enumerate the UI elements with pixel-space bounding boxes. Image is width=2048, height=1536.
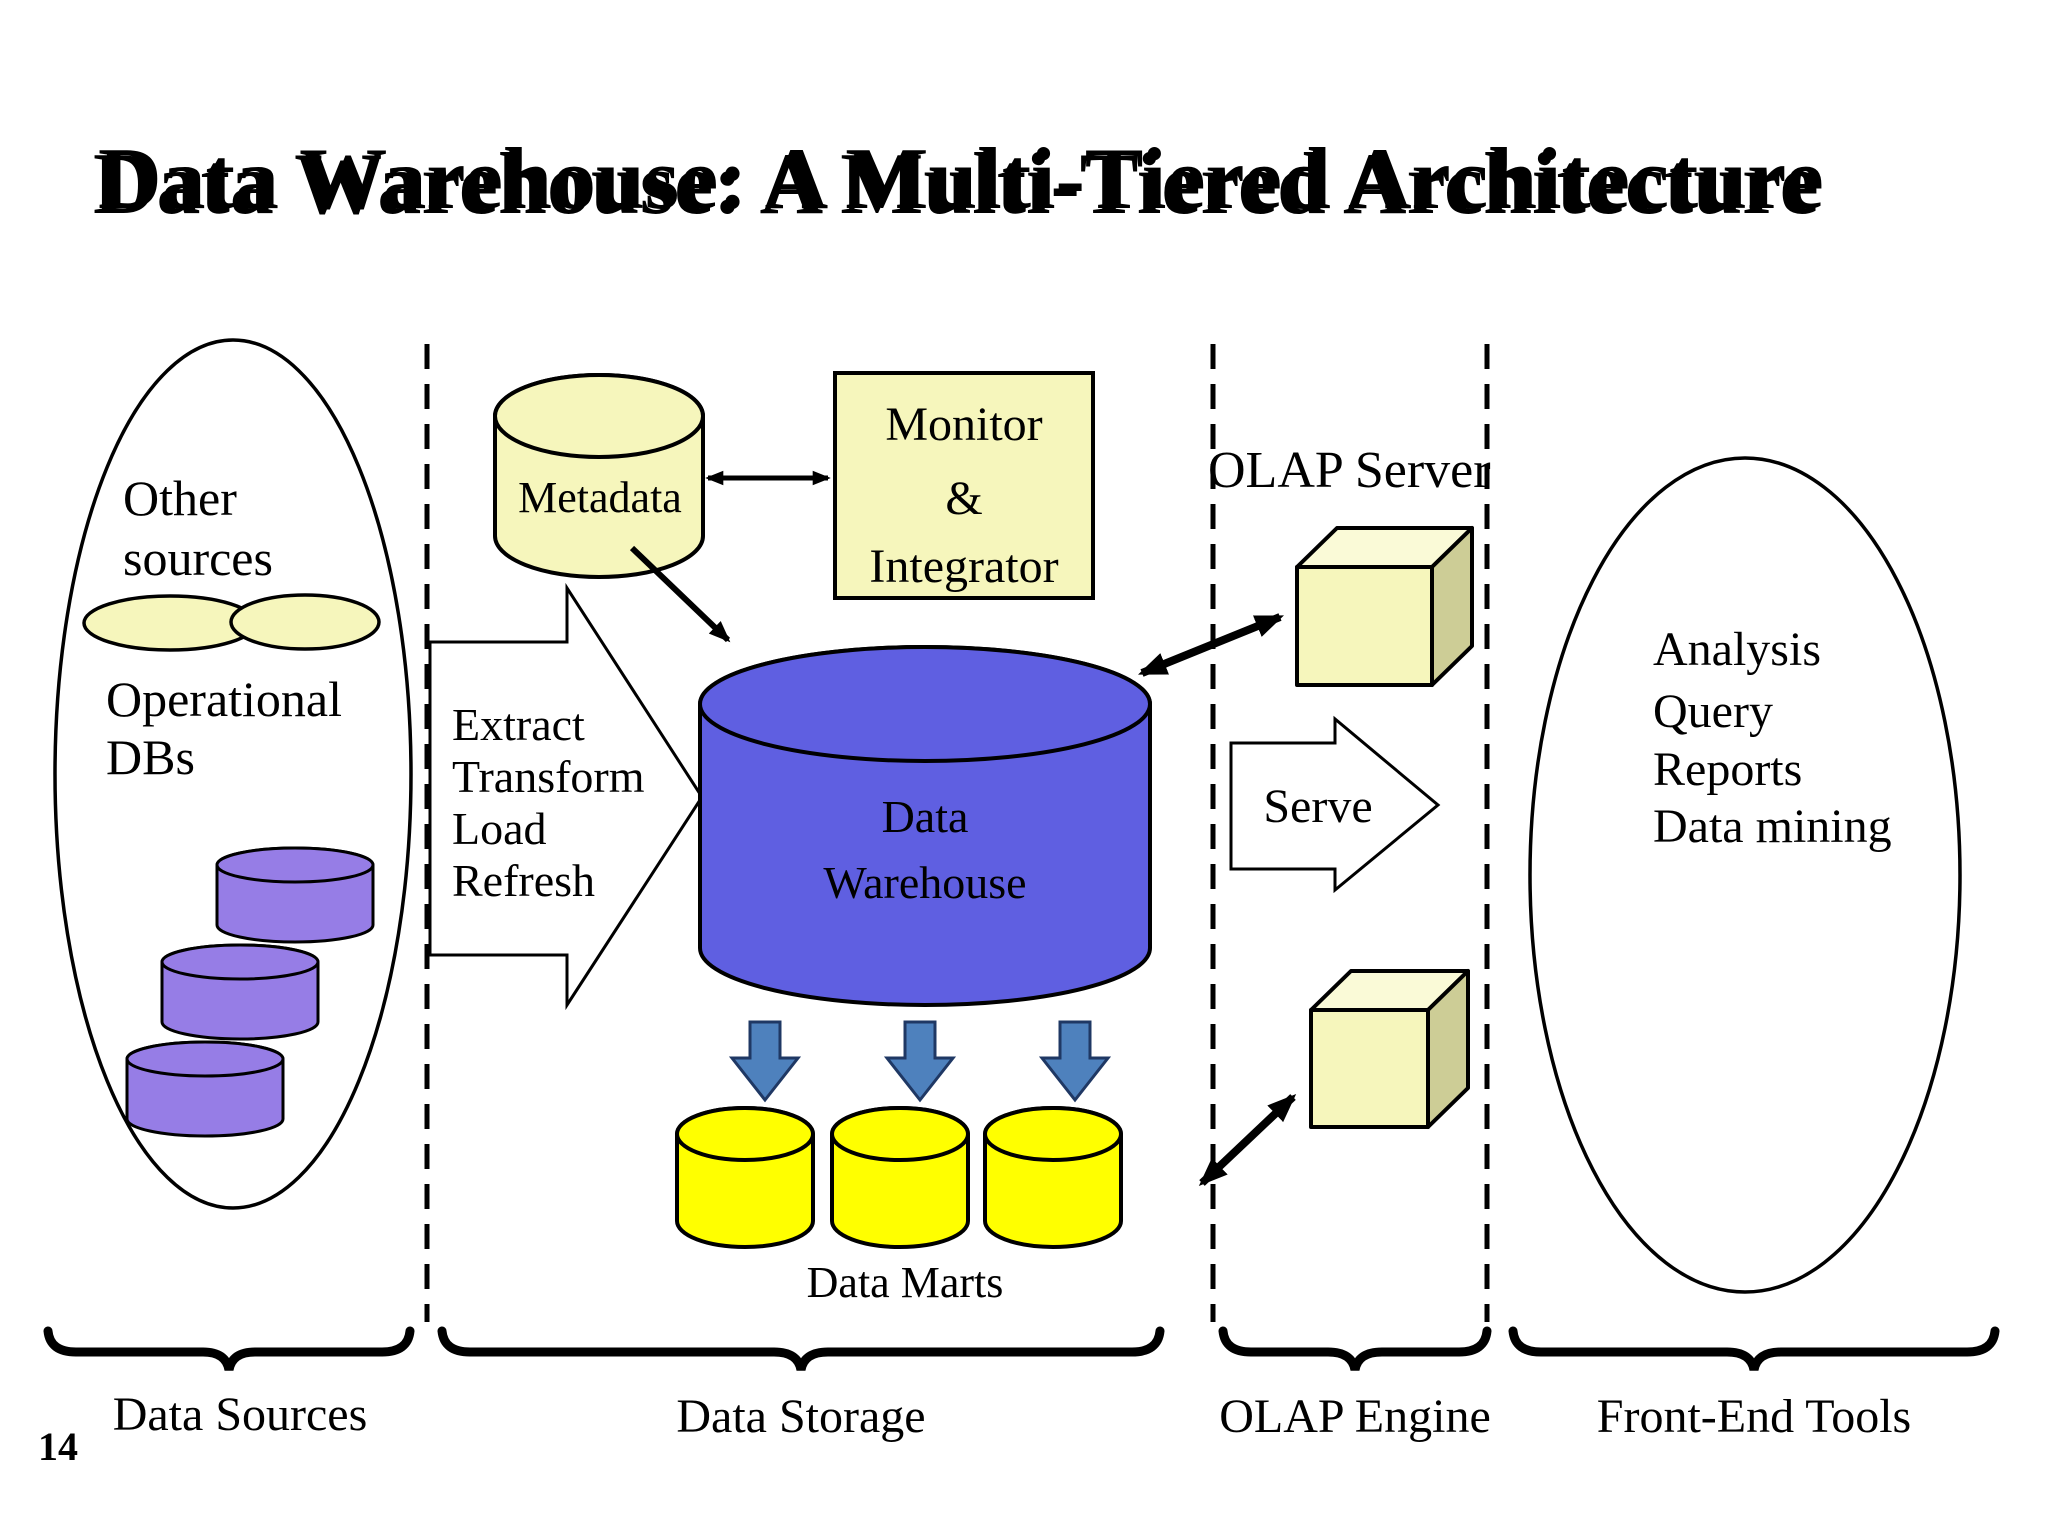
page-number: 14 [38,1424,78,1469]
etl-label-extract: Extract [452,699,585,750]
slide-title-shadow: Data Warehouse: A Multi-Tiered Architect… [93,136,1819,233]
slide-title: Data Warehouse: A Multi-Tiered Architect… [98,131,1824,228]
etl-block-arrow [428,582,704,1011]
brace-front-end-tools [1508,1326,2000,1372]
serve-block-arrow [1229,715,1441,894]
db-cylinder-top [125,1040,285,1078]
data-sources-ellipse [53,338,413,1210]
section-label-data-storage: Data Storage [676,1390,925,1443]
metadata-warehouse-arrow [629,545,731,643]
section-label-front-end-tools: Front-End Tools [1597,1390,1911,1443]
etl-arrow-group: Extract Transform Load Refresh [428,582,704,1011]
marts-olap-cube-arrow [1198,1094,1297,1186]
front-end-ellipse [1528,456,1962,1294]
monitor-integrator-box [833,371,1095,600]
metadata-group: Metadata [493,373,705,579]
down-arrow-icon [1038,1020,1112,1103]
olap-cube-icon [1295,526,1474,687]
monitor-label-line2: & [945,472,982,525]
metadata-label: Metadata [518,473,682,522]
olap-group: OLAP Server Serve [1208,442,1491,1129]
data-sources-group: Other sources Operational DBs [53,338,413,1210]
data-mart-cylinder-top [675,1106,815,1162]
metadata-cylinder-top [493,373,705,459]
down-arrow-icon [728,1020,802,1103]
front-end-label-reports: Reports [1653,743,1802,796]
olap-server-label: OLAP Server [1208,442,1491,499]
data-marts-label: Data Marts [807,1258,1004,1307]
front-end-tools-group: Analysis Query Reports Data mining [1528,456,1962,1294]
olap-cube-icon [1309,969,1470,1129]
data-warehouse-label-line2: Warehouse [823,857,1026,908]
db-cylinder-top [160,943,320,981]
data-warehouse-group: Data Warehouse [698,645,1152,1007]
data-warehouse-cylinder-top [698,645,1152,763]
section-labels: Data Sources Data Storage OLAP Engine Fr… [113,1388,1912,1443]
front-end-label-analysis: Analysis [1653,623,1821,676]
data-warehouse-label-line1: Data [882,791,969,842]
down-arrow-icon [883,1020,957,1103]
etl-label-transform: Transform [452,751,645,802]
section-braces [43,1326,2000,1372]
brace-olap-engine [1218,1326,1492,1372]
operational-db-cylinders [125,846,375,1138]
monitor-label-line1: Monitor [885,398,1042,451]
monitor-label-line3: Integrator [869,540,1058,593]
section-label-data-sources: Data Sources [113,1388,368,1441]
monitor-integrator-group: Monitor & Integrator [833,371,1095,600]
front-end-label-query: Query [1653,685,1773,738]
other-sources-label-line2: sources [123,530,273,586]
serve-label: Serve [1263,780,1372,833]
warehouse-to-marts-arrows [728,1020,1112,1103]
front-end-label-data-mining: Data mining [1653,800,1892,853]
etl-label-refresh: Refresh [452,855,595,906]
data-marts-group [675,1106,1123,1249]
warehouse-olap-cube-arrow [1137,613,1285,677]
operational-dbs-label-line1: Operational [106,671,342,727]
cube-front-face [1295,565,1434,687]
other-source-ellipse-2 [229,593,381,651]
brace-data-sources [43,1326,415,1372]
db-cylinder-top [215,846,375,884]
other-sources-label-line1: Other [123,470,237,526]
section-label-olap-engine: OLAP Engine [1219,1390,1491,1443]
data-mart-cylinder-top [830,1106,970,1162]
brace-data-storage [437,1326,1165,1372]
cube-front-face [1309,1008,1430,1129]
operational-dbs-label-line2: DBs [106,729,195,785]
data-mart-cylinder-top [983,1106,1123,1162]
etl-label-load: Load [452,803,547,854]
connector-arrows [629,470,1297,1186]
